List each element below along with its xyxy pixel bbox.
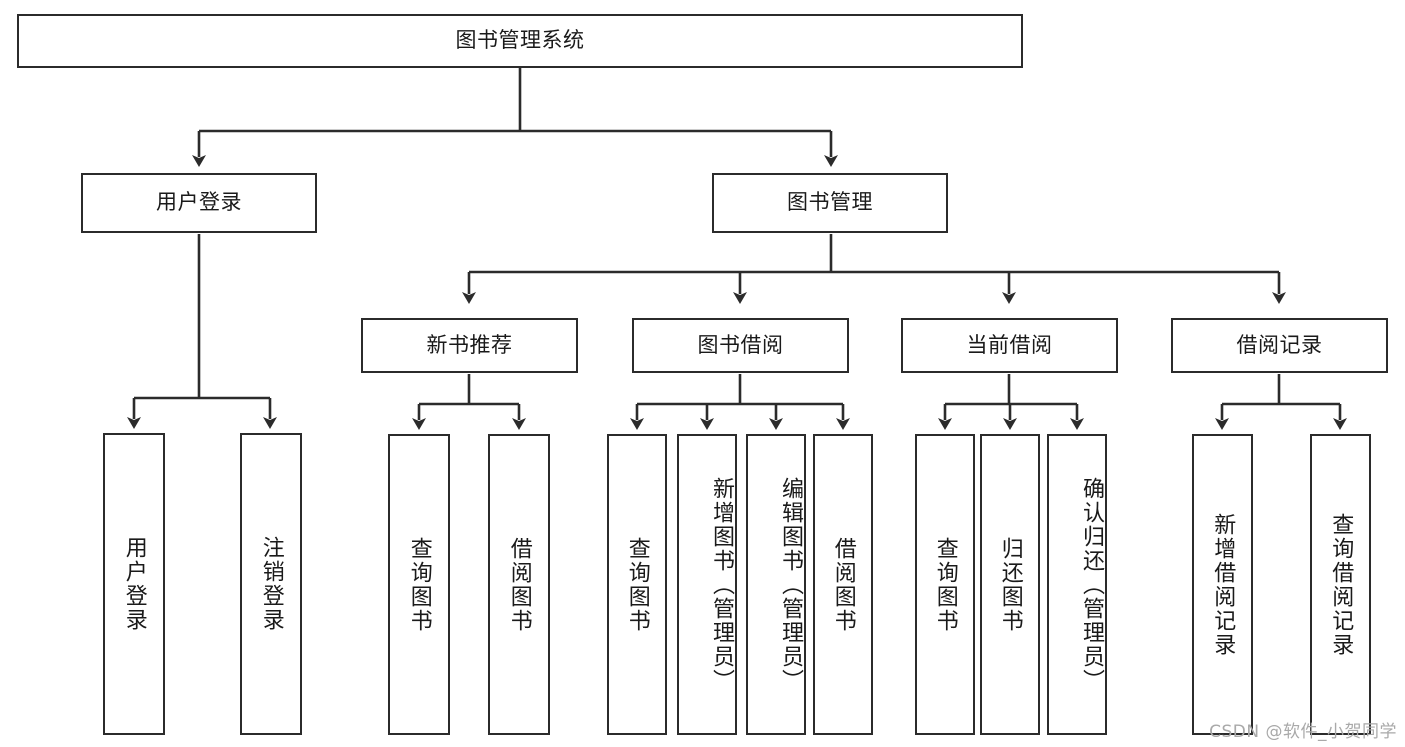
node-leaf-query-book-1-label: 查询图书 <box>406 536 432 633</box>
node-leaf-confirm-return-admin[interactable]: 确认归还（管理员） <box>1047 434 1107 735</box>
node-new-book-recommend-label: 新书推荐 <box>426 332 513 357</box>
node-leaf-user-login[interactable]: 用户登录 <box>103 433 165 735</box>
node-borrow-record[interactable]: 借阅记录 <box>1171 318 1388 373</box>
node-root-system-label: 图书管理系统 <box>455 28 585 53</box>
node-leaf-user-login-label: 用户登录 <box>121 536 147 632</box>
node-leaf-query-borrow-record-label: 查询借阅记录 <box>1328 512 1354 657</box>
node-book-manage-label: 图书管理 <box>787 190 873 215</box>
csdn-watermark: CSDN @软件_小贺同学 <box>1209 722 1397 742</box>
node-leaf-query-book-1[interactable]: 查询图书 <box>388 434 450 735</box>
node-leaf-query-borrow-record[interactable]: 查询借阅记录 <box>1310 434 1371 735</box>
node-book-borrow[interactable]: 图书借阅 <box>632 318 849 373</box>
node-leaf-add-book-admin-label: 新增图书（管理员） <box>709 476 734 693</box>
node-leaf-add-book-admin[interactable]: 新增图书（管理员） <box>677 434 737 735</box>
node-leaf-borrow-book-2-label: 借阅图书 <box>830 536 856 633</box>
node-user-login-label: 用户登录 <box>156 190 242 215</box>
node-book-manage[interactable]: 图书管理 <box>712 173 948 233</box>
node-leaf-query-book-2[interactable]: 查询图书 <box>607 434 667 735</box>
node-new-book-recommend[interactable]: 新书推荐 <box>361 318 578 373</box>
node-borrow-record-label: 借阅记录 <box>1236 332 1323 357</box>
node-leaf-query-book-3[interactable]: 查询图书 <box>915 434 975 735</box>
node-leaf-query-book-3-label: 查询图书 <box>932 536 958 633</box>
node-leaf-borrow-book-2[interactable]: 借阅图书 <box>813 434 873 735</box>
node-user-login[interactable]: 用户登录 <box>81 173 317 233</box>
node-leaf-edit-book-admin[interactable]: 编辑图书（管理员） <box>746 434 806 735</box>
node-leaf-query-book-2-label: 查询图书 <box>624 536 650 633</box>
node-leaf-add-borrow-record-label: 新增借阅记录 <box>1210 512 1236 657</box>
node-root-system[interactable]: 图书管理系统 <box>17 14 1023 68</box>
node-book-borrow-label: 图书借阅 <box>697 332 784 357</box>
node-leaf-logout-login-label: 注销登录 <box>258 536 284 632</box>
node-leaf-logout-login[interactable]: 注销登录 <box>240 433 302 735</box>
node-leaf-return-book-label: 归还图书 <box>997 536 1023 633</box>
node-leaf-confirm-return-admin-label: 确认归还（管理员） <box>1079 476 1104 693</box>
node-leaf-return-book[interactable]: 归还图书 <box>980 434 1040 735</box>
node-leaf-borrow-book-1-label: 借阅图书 <box>506 536 532 633</box>
node-leaf-edit-book-admin-label: 编辑图书（管理员） <box>778 476 803 693</box>
node-leaf-add-borrow-record[interactable]: 新增借阅记录 <box>1192 434 1253 735</box>
node-current-borrow[interactable]: 当前借阅 <box>901 318 1118 373</box>
node-current-borrow-label: 当前借阅 <box>966 332 1053 357</box>
node-leaf-borrow-book-1[interactable]: 借阅图书 <box>488 434 550 735</box>
